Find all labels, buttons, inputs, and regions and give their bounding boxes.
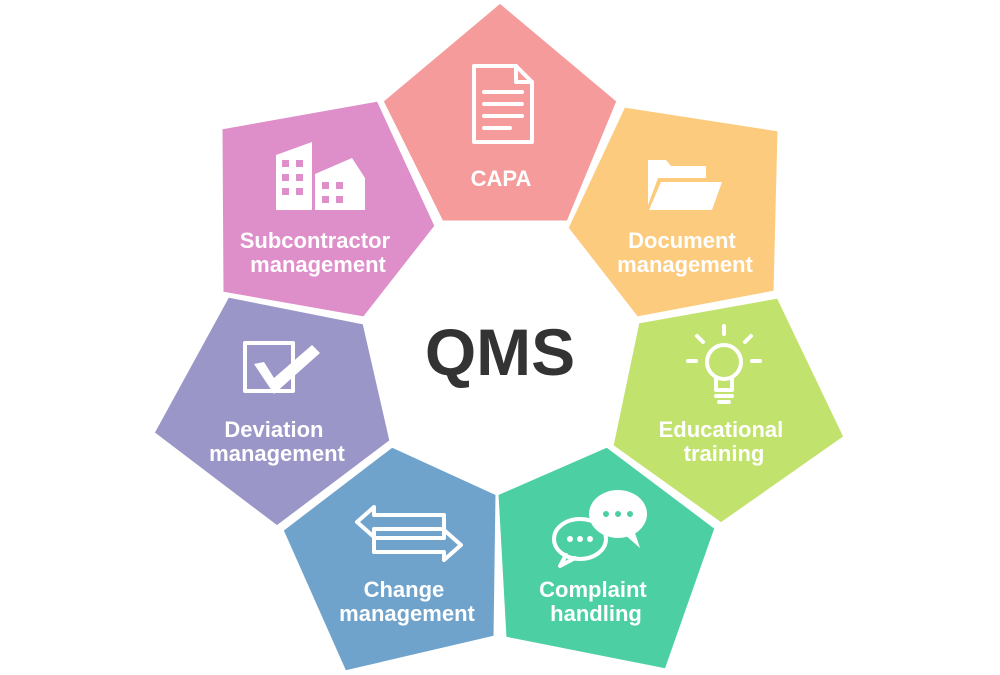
- module-subcontractor-management-label-1: Subcontractor: [240, 228, 391, 253]
- svg-text:Subcontractor management: Subcontractor management: [240, 228, 396, 277]
- svg-text:CAPA: CAPA: [471, 166, 532, 191]
- module-capa: CAPA: [380, 0, 620, 224]
- module-capa-label: CAPA: [471, 166, 532, 191]
- module-educational-training-label-2: training: [684, 441, 765, 466]
- module-educational-training: Educational training: [610, 295, 847, 526]
- checkbox-icon: [243, 341, 320, 394]
- module-complaint-handling-label-2: handling: [550, 601, 642, 626]
- center-title: QMS: [425, 315, 575, 389]
- module-complaint-handling-shape: [495, 444, 718, 672]
- module-deviation-management-label-1: Deviation: [224, 417, 323, 442]
- module-complaint-handling: Complaint handling: [495, 444, 718, 672]
- speech-bubbles-icon: [552, 490, 647, 568]
- module-document-management: Document management: [565, 104, 781, 320]
- svg-text:Deviation management: Deviation management: [209, 417, 345, 466]
- lightbulb-icon: [686, 324, 762, 404]
- buildings-icon: [276, 142, 365, 210]
- module-change-management-label-1: Change: [364, 577, 445, 602]
- module-deviation-management-shape: [151, 294, 393, 529]
- folder-icon: [648, 160, 722, 210]
- module-change-management-shape: [280, 444, 499, 674]
- svg-text:Educational training: Educational training: [659, 417, 790, 466]
- document-icon: [472, 64, 534, 144]
- svg-text:Change management: Change management: [339, 577, 475, 626]
- module-document-management-label-2: management: [617, 252, 753, 277]
- module-complaint-handling-label-1: Complaint: [539, 577, 647, 602]
- module-subcontractor-management-label-2: management: [250, 252, 386, 277]
- module-subcontractor-management: Subcontractor management: [219, 98, 438, 320]
- exchange-arrows-icon: [355, 505, 463, 562]
- module-educational-training-shape: [610, 295, 847, 526]
- module-capa-shape: [380, 0, 620, 224]
- module-document-management-shape: [565, 104, 781, 320]
- module-change-management: Change management: [280, 444, 499, 674]
- svg-text:Complaint handling: Complaint handling: [539, 577, 653, 626]
- module-change-management-label-2: management: [339, 601, 475, 626]
- module-document-management-label-1: Document: [628, 228, 736, 253]
- svg-text:Document management: Document management: [617, 228, 753, 277]
- module-educational-training-label-1: Educational: [659, 417, 784, 442]
- module-deviation-management: Deviation management: [151, 294, 393, 529]
- module-deviation-management-label-2: management: [209, 441, 345, 466]
